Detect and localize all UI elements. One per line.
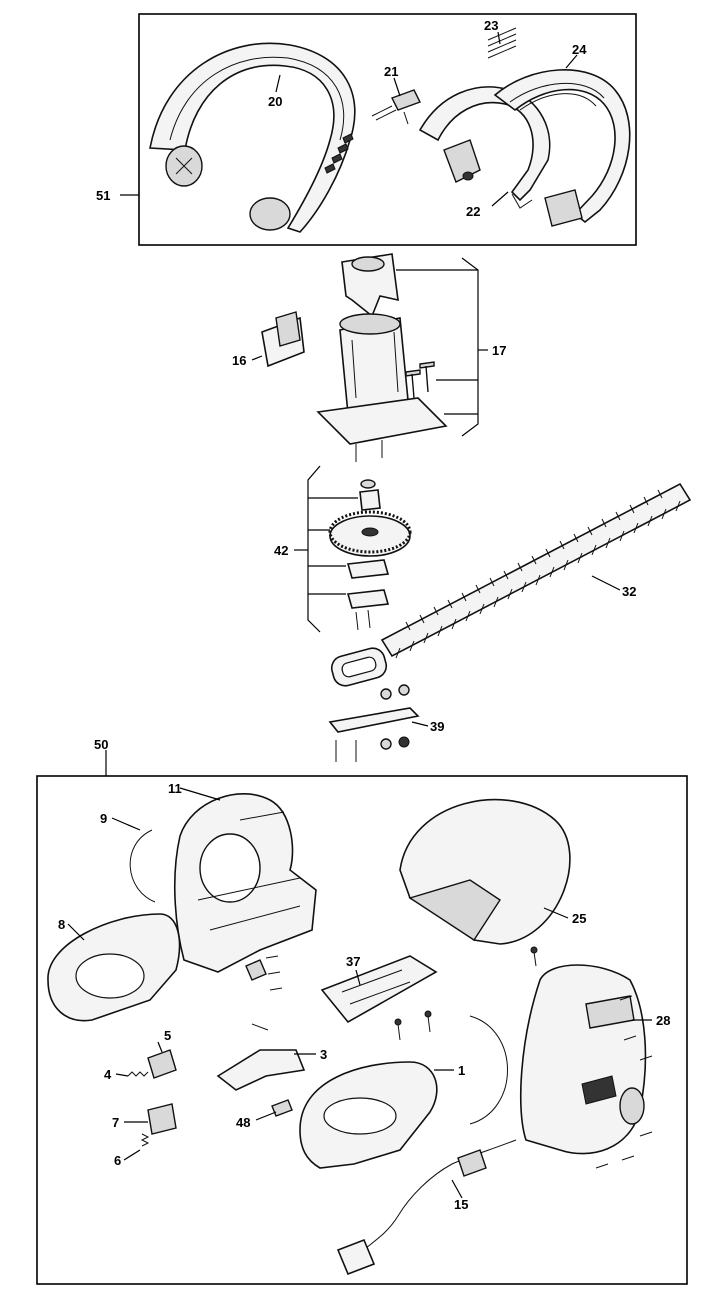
- label-8: 8: [58, 917, 65, 932]
- part-25-hand-guard: [399, 798, 571, 945]
- part-7-switch-block: [140, 1103, 177, 1147]
- housing-assembly-frame: [36, 775, 688, 1285]
- label-22: 22: [466, 204, 480, 219]
- label-9: 9: [100, 811, 107, 826]
- part-24-rear-handle-lower: [493, 69, 631, 227]
- label-15: 15: [454, 1197, 468, 1212]
- screws-plate: [394, 946, 538, 1041]
- part-21-switch: [371, 89, 421, 125]
- part-22-rear-handle-upper: [418, 86, 551, 209]
- label-5: 5: [164, 1028, 171, 1043]
- label-32: 32: [622, 584, 636, 599]
- part-23-spring: [487, 27, 517, 59]
- label-6: 6: [114, 1153, 121, 1168]
- part-11-housing-half: [174, 793, 317, 973]
- label-20: 20: [268, 94, 282, 109]
- label-4: 4: [104, 1067, 112, 1082]
- part-37-plate: [320, 955, 438, 1024]
- part-39-bracket: [328, 684, 420, 762]
- part-16-capacitor: [261, 311, 305, 368]
- label-11: 11: [168, 781, 182, 796]
- label-51: 51: [96, 188, 110, 203]
- part-20-front-handle: [149, 42, 356, 233]
- label-48: 48: [236, 1115, 250, 1130]
- part-3-lever: [216, 1023, 306, 1091]
- label-21: 21: [384, 64, 398, 79]
- label-39: 39: [430, 719, 444, 734]
- part-42-gear-set: [328, 479, 412, 631]
- part-9-retaining-ring: [129, 829, 156, 903]
- screws-housing: [245, 955, 283, 991]
- label-37: 37: [346, 954, 360, 969]
- part-17-motor: [316, 253, 448, 462]
- label-28: 28: [656, 1013, 670, 1028]
- label-42: 42: [274, 543, 288, 558]
- part-15-power-cord: [336, 1139, 517, 1276]
- label-3: 3: [320, 1047, 327, 1062]
- part-8-housing-cover: [47, 913, 181, 1022]
- label-7: 7: [112, 1115, 119, 1130]
- label-24: 24: [572, 42, 587, 57]
- label-17: 17: [492, 343, 506, 358]
- label-50: 50: [94, 737, 108, 752]
- label-23: 23: [484, 18, 498, 33]
- label-1: 1: [458, 1063, 465, 1078]
- part-1-handle: [299, 1061, 438, 1169]
- screws-rear-housing: [595, 995, 653, 1169]
- label-16: 16: [232, 353, 246, 368]
- handle-assembly-frame: [138, 13, 637, 246]
- part-32-blade: [330, 482, 692, 687]
- leader-lines: [67, 31, 652, 1199]
- callout-labels: 51 20 21 23 24 22 16 17 42 32 39 50 11 9…: [58, 18, 670, 1212]
- part-48-pin: [271, 1099, 293, 1117]
- label-25: 25: [572, 911, 586, 926]
- part-28-rear-housing: [469, 964, 647, 1155]
- part-5-trigger: [127, 1049, 177, 1079]
